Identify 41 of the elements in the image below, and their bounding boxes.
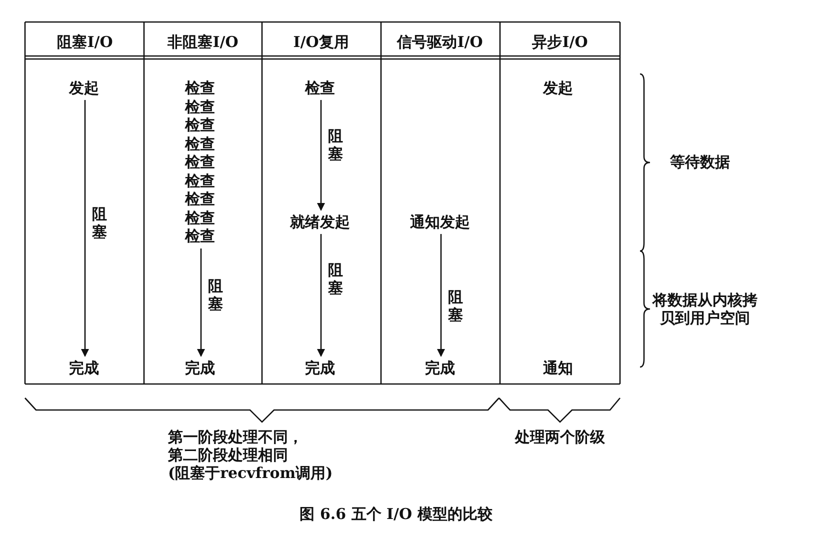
column-header: 非阻塞I/O <box>168 33 238 51</box>
brace-label: 处理两个阶级 <box>515 428 605 446</box>
column-header: 阻塞I/O <box>57 33 113 51</box>
step-label: 检查 <box>185 79 215 98</box>
brace-label: (阻塞于recvfrom调用) <box>168 464 333 482</box>
brace-label: 第二阶段处理相同 <box>168 446 288 464</box>
step-label: 检查 <box>185 153 215 172</box>
edge-label: 阻塞 <box>208 277 224 313</box>
step-label: 完成 <box>305 359 335 377</box>
step-label: 检查 <box>185 172 215 190</box>
step-label: 通知 <box>543 359 573 377</box>
brace-label: 将数据从内核拷贝到用户空间 <box>651 291 758 327</box>
edge-label: 阻塞 <box>92 205 108 241</box>
step-label: 检查 <box>305 79 335 97</box>
step-label: 完成 <box>69 359 99 377</box>
step-label: 检查 <box>185 227 215 246</box>
column-header: I/O复用 <box>293 33 349 51</box>
step-label: 检查 <box>185 116 215 134</box>
brace-label: 等待数据 <box>670 153 730 171</box>
column-header: 信号驱动I/O <box>397 33 483 51</box>
column-header: 异步I/O <box>532 33 588 51</box>
step-label: 完成 <box>185 359 215 377</box>
arrow <box>317 234 325 357</box>
arrow <box>81 100 89 357</box>
step-label: 通知发起 <box>410 213 470 231</box>
step-label: 检查 <box>185 134 215 153</box>
brace-label: 第一阶段处理不同， <box>168 428 303 446</box>
step-label: 检查 <box>185 208 215 227</box>
edge-label: 阻塞 <box>328 127 344 163</box>
figure-caption: 图 6.6 五个 I/O 模型的比较 <box>300 505 492 523</box>
step-label: 检查 <box>185 190 215 208</box>
arrow <box>317 100 325 211</box>
arrow <box>437 234 445 357</box>
step-label: 发起 <box>69 79 99 97</box>
step-label: 就绪发起 <box>290 213 350 231</box>
edge-label: 阻塞 <box>448 288 464 324</box>
step-label: 检查 <box>185 98 215 116</box>
arrow <box>197 248 205 357</box>
edge-label: 阻塞 <box>328 261 344 297</box>
step-label: 完成 <box>425 359 455 377</box>
step-label: 发起 <box>543 79 573 97</box>
